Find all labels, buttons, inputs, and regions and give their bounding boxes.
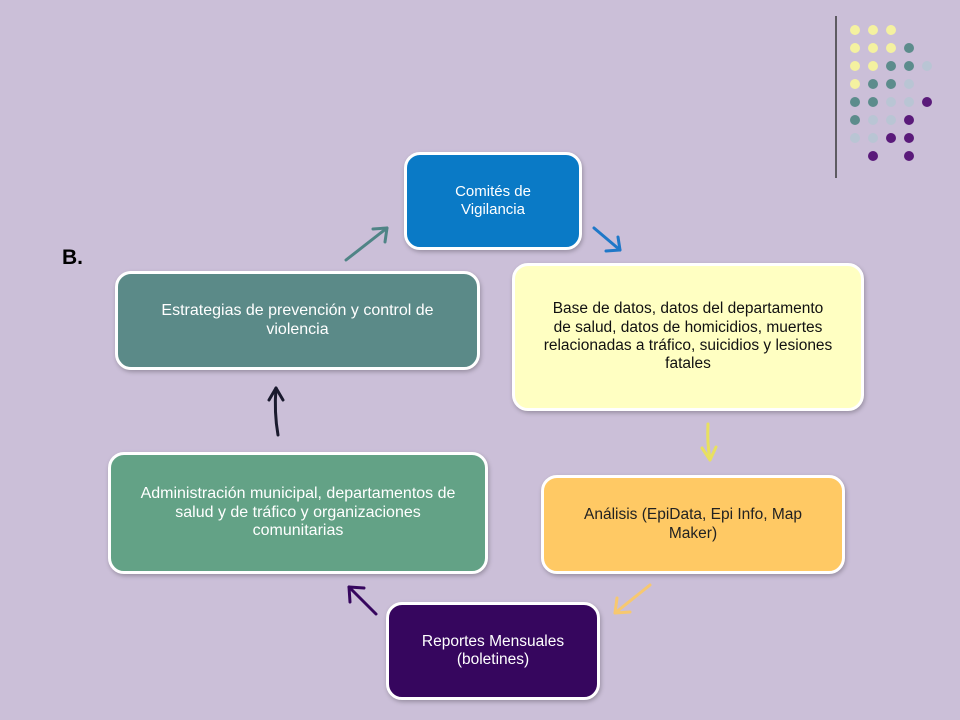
node-comites-text: Comités de Vigilancia [455,183,531,218]
dot-grid [850,25,932,161]
node-base-text: Base de datos, datos del departamento de… [543,300,833,373]
node-administracion-municipal: Administración municipal, departamentos … [108,452,488,574]
arrow-comites-to-base [592,226,622,253]
arrow-reportes-to-admin [347,585,378,616]
diagram-label: B. [62,246,83,269]
node-estrategias-text: Estrategias de prevención y control de v… [161,301,434,338]
node-base-de-datos: Base de datos, datos del departamento de… [512,263,864,411]
node-reportes-text: Reportes Mensuales (boletines) [421,632,565,668]
node-analisis: Análisis (EpiData, Epi Info, Map Maker) [541,475,845,574]
node-analisis-text: Análisis (EpiData, Epi Info, Map Maker) [584,506,802,542]
arrow-analisis-to-reportes [613,583,652,615]
node-admin-text: Administración municipal, departamentos … [140,484,456,540]
arrow-admin-to-estrategias [267,386,285,437]
node-reportes-mensuales: Reportes Mensuales (boletines) [386,602,600,700]
arrow-base-to-analisis [700,422,718,462]
node-comites-vigilancia: Comités de Vigilancia [404,152,582,250]
node-estrategias: Estrategias de prevención y control de v… [115,271,480,370]
arrow-estrategias-to-comites [344,226,389,262]
